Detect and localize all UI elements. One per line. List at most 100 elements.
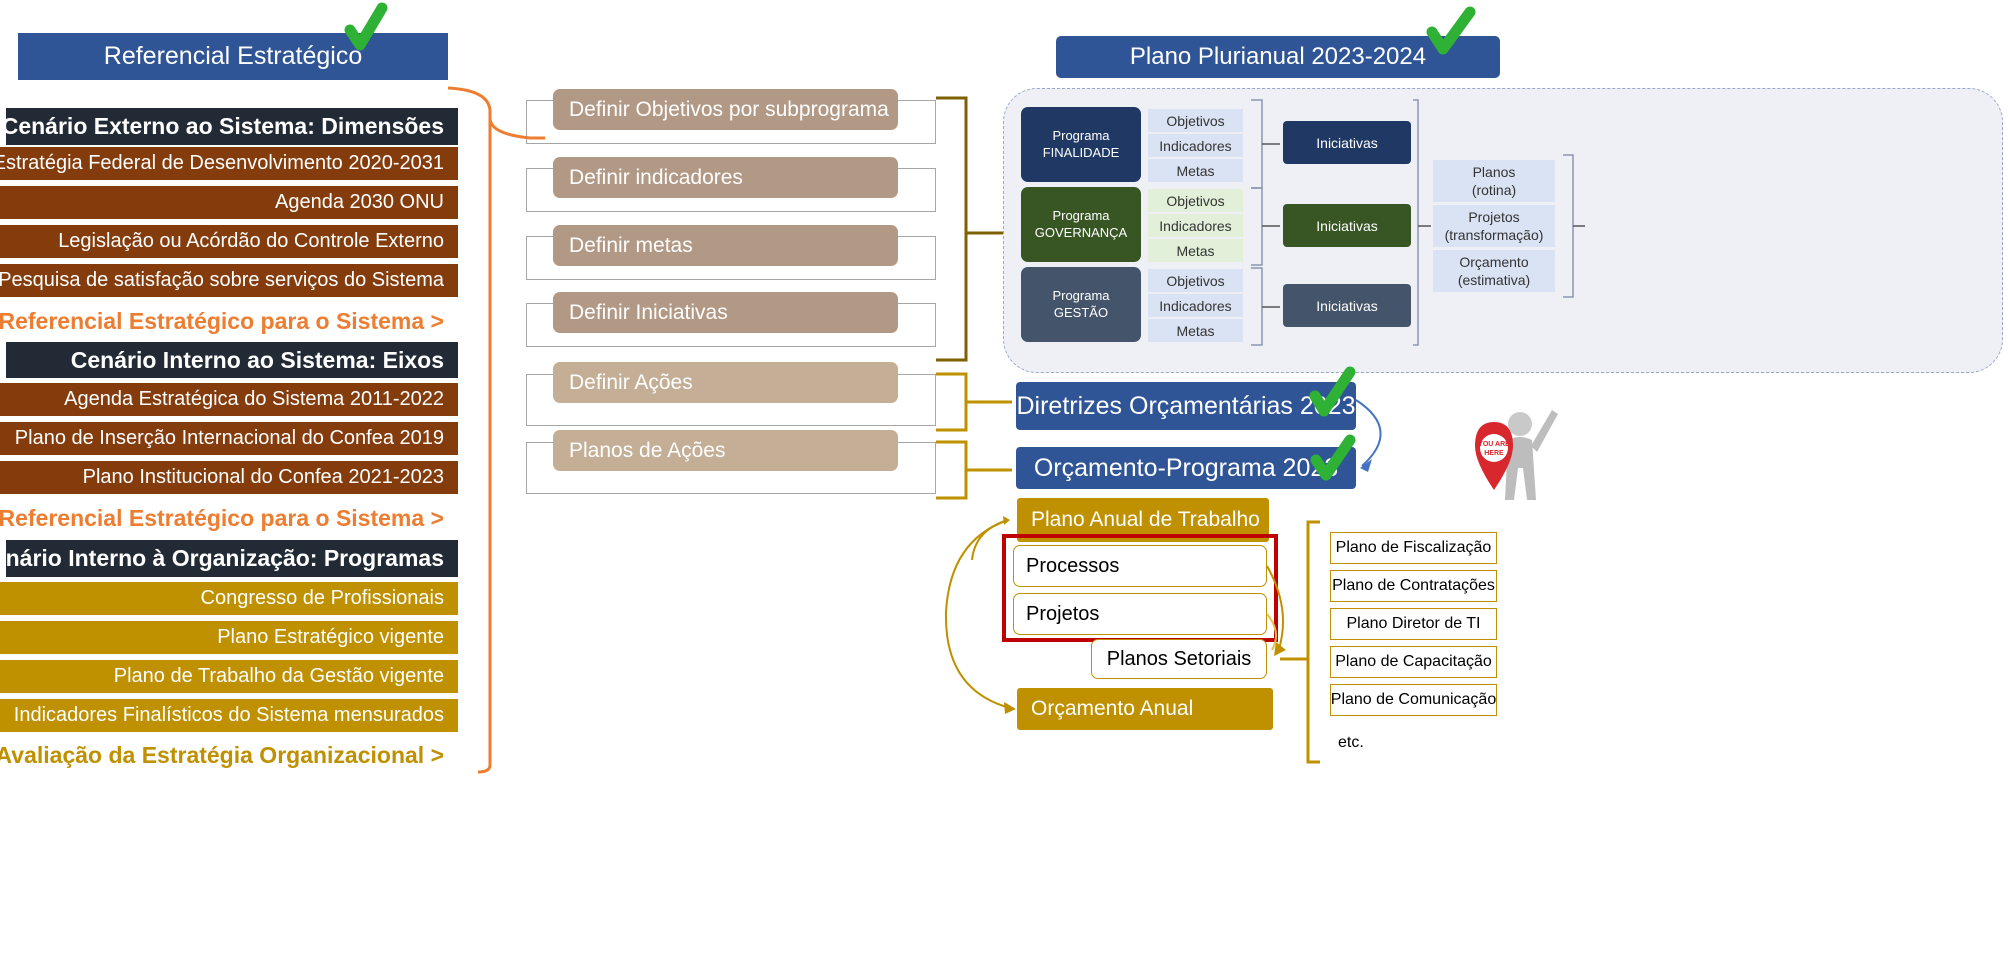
initiative-finalidade: Iniciativas [1283, 121, 1411, 164]
program-line: Programa [1052, 287, 1110, 303]
internal-system-item-text: Agenda Estratégica do Sistema 2011-2022 [64, 388, 444, 410]
ppa-title-text: Plano Plurianual 2023-2024 [1129, 43, 1427, 70]
processos-text: Processos [1026, 554, 1120, 577]
side-line: Projetos [1468, 208, 1520, 225]
organization-item-text: Plano de Trabalho da Gestão vigente [113, 665, 444, 687]
external-item-text: Estratégia Federal de Desenvolvimento 20… [0, 152, 444, 174]
program-line: Programa [1052, 127, 1110, 143]
side-line: Planos [1472, 163, 1516, 180]
strategic-reference-link[interactable]: Referencial Estratégico para o Sistema > [0, 500, 458, 536]
sector-plan: Plano de Contratações [1330, 570, 1497, 602]
external-item: Pesquisa de satisfação sobre serviços do… [0, 264, 458, 297]
strategic-reference-link-text: Referencial Estratégico para o Sistema > [0, 307, 444, 334]
strategy-evaluation-link[interactable]: Avaliação da Estratégia Organizacional > [0, 737, 458, 773]
sector-plan: Plano de Comunicação [1330, 684, 1497, 716]
sector-plan: Plano de Capacitação [1330, 646, 1497, 678]
sub-label: Objetivos [1166, 192, 1225, 209]
left-title-text: Referencial Estratégico [103, 42, 363, 70]
diretrizes-text: Diretrizes Orçamentárias 2023 [1016, 391, 1356, 420]
program-line: GESTÃO [1053, 304, 1109, 320]
step-label: Planos de Ações [569, 438, 726, 462]
internal-system-item-text: Plano de Inserção Internacional do Confe… [14, 427, 444, 449]
sector-plan: Plano Diretor de TI [1330, 608, 1497, 640]
initiative-label: Iniciativas [1316, 134, 1378, 151]
sector-plan-text: Plano de Capacitação [1335, 653, 1492, 670]
organization-header: Cenário Interno à Organização: Programas [0, 540, 458, 577]
left-title: Referencial Estratégico [18, 33, 448, 80]
sub-indicadores: Indicadores [1148, 294, 1243, 317]
you-are-here-figure [1475, 410, 1558, 500]
pin-text-1: YOU ARE [1478, 441, 1510, 448]
sub-label: Metas [1176, 322, 1215, 339]
sector-plan-text: Plano de Comunicação [1330, 691, 1497, 708]
highlight-frame [1002, 534, 1278, 642]
step-define-actions[interactable]: Definir Ações [553, 362, 898, 403]
organization-item: Indicadores Finalísticos do Sistema mens… [0, 699, 458, 732]
external-item-text: Legislação ou Acórdão do Controle Extern… [58, 230, 444, 252]
planos-setoriais-text: Planos Setoriais [1106, 647, 1252, 670]
side-projetos: Projetos(transformação) [1433, 205, 1555, 247]
sub-label: Metas [1176, 242, 1215, 259]
step-label: Definir Iniciativas [569, 300, 728, 324]
sub-label: Objetivos [1166, 112, 1225, 129]
planos-setoriais-box: Planos Setoriais [1091, 639, 1267, 679]
organization-item-text: Congresso de Profissionais [200, 587, 444, 609]
step-define-initiatives[interactable]: Definir Iniciativas [553, 292, 898, 333]
strategy-evaluation-link-text: Avaliação da Estratégia Organizacional > [0, 741, 444, 768]
external-header-text: Cenário Externo ao Sistema: Dimensões [1, 113, 444, 139]
initiative-gestao: Iniciativas [1283, 284, 1411, 327]
orcamento-anual-text: Orçamento Anual [1031, 697, 1194, 720]
step-label: Definir metas [569, 233, 693, 257]
orcamento-programa-text: Orçamento-Programa 2023 [1033, 453, 1339, 482]
external-item-text: Pesquisa de satisfação sobre serviços do… [0, 269, 444, 291]
sector-plan-text: Plano Diretor de TI [1346, 615, 1481, 632]
sub-label: Metas [1176, 162, 1215, 179]
program-line: GOVERNANÇA [1034, 224, 1128, 240]
organization-item: Congresso de Profissionais [0, 582, 458, 615]
sub-metas: Metas [1148, 159, 1243, 182]
sub-label: Objetivos [1166, 272, 1225, 289]
initiative-label: Iniciativas [1316, 217, 1378, 234]
sub-indicadores: Indicadores [1148, 134, 1243, 157]
internal-system-item-text: Plano Institucional do Confea 2021-2023 [82, 466, 444, 488]
strategic-reference-link-text: Referencial Estratégico para o Sistema > [0, 504, 444, 531]
etc-label: etc. [1338, 734, 1364, 751]
step-label: Definir Objetivos por subprograma [569, 97, 889, 121]
initiative-governanca: Iniciativas [1283, 204, 1411, 247]
external-item-text: Agenda 2030 ONU [274, 191, 444, 213]
organization-item-text: Plano Estratégico vigente [217, 626, 444, 648]
internal-system-item: Plano de Inserção Internacional do Confe… [0, 422, 458, 455]
internal-system-header: Cenário Interno ao Sistema: Eixos [6, 342, 458, 378]
sub-metas: Metas [1148, 319, 1243, 342]
plano-anual-text: Plano Anual de Trabalho [1031, 508, 1260, 531]
sector-plan-text: Plano de Fiscalização [1335, 539, 1492, 556]
side-line: (estimativa) [1457, 272, 1531, 288]
program-line: Programa [1052, 207, 1110, 223]
strategic-reference-link[interactable]: Referencial Estratégico para o Sistema > [0, 303, 458, 339]
ppa-title: Plano Plurianual 2023-2024 [1056, 36, 1500, 78]
sub-objetivos: Objetivos [1148, 269, 1243, 292]
internal-system-item: Agenda Estratégica do Sistema 2011-2022 [0, 383, 458, 416]
step-action-plans[interactable]: Planos de Ações [553, 430, 898, 471]
side-planos: Planos (rotina) [1433, 160, 1555, 202]
external-header: Cenário Externo ao Sistema: Dimensões [2, 108, 458, 145]
step-define-objectives[interactable]: Definir Objetivos por subprograma [553, 89, 898, 130]
sub-label: Indicadores [1159, 217, 1232, 234]
initiative-label: Iniciativas [1316, 297, 1378, 314]
side-line: (rotina) [1471, 182, 1517, 198]
organization-header-text: Cenário Interno à Organização: Programas [0, 545, 444, 571]
sector-plan: Plano de Fiscalização [1330, 532, 1497, 564]
side-line: Orçamento [1459, 253, 1529, 270]
projetos-text: Projetos [1026, 602, 1100, 625]
program-line: FINALIDADE [1042, 144, 1120, 160]
step-define-goals[interactable]: Definir metas [553, 225, 898, 266]
step-label: Definir indicadores [569, 165, 743, 189]
external-item: Legislação ou Acórdão do Controle Extern… [0, 225, 458, 258]
step-define-indicators[interactable]: Definir indicadores [553, 157, 898, 198]
sub-label: Indicadores [1159, 297, 1232, 314]
organization-item-text: Indicadores Finalísticos do Sistema mens… [13, 704, 444, 726]
side-orcamento: Orçamento (estimativa) [1433, 250, 1555, 292]
